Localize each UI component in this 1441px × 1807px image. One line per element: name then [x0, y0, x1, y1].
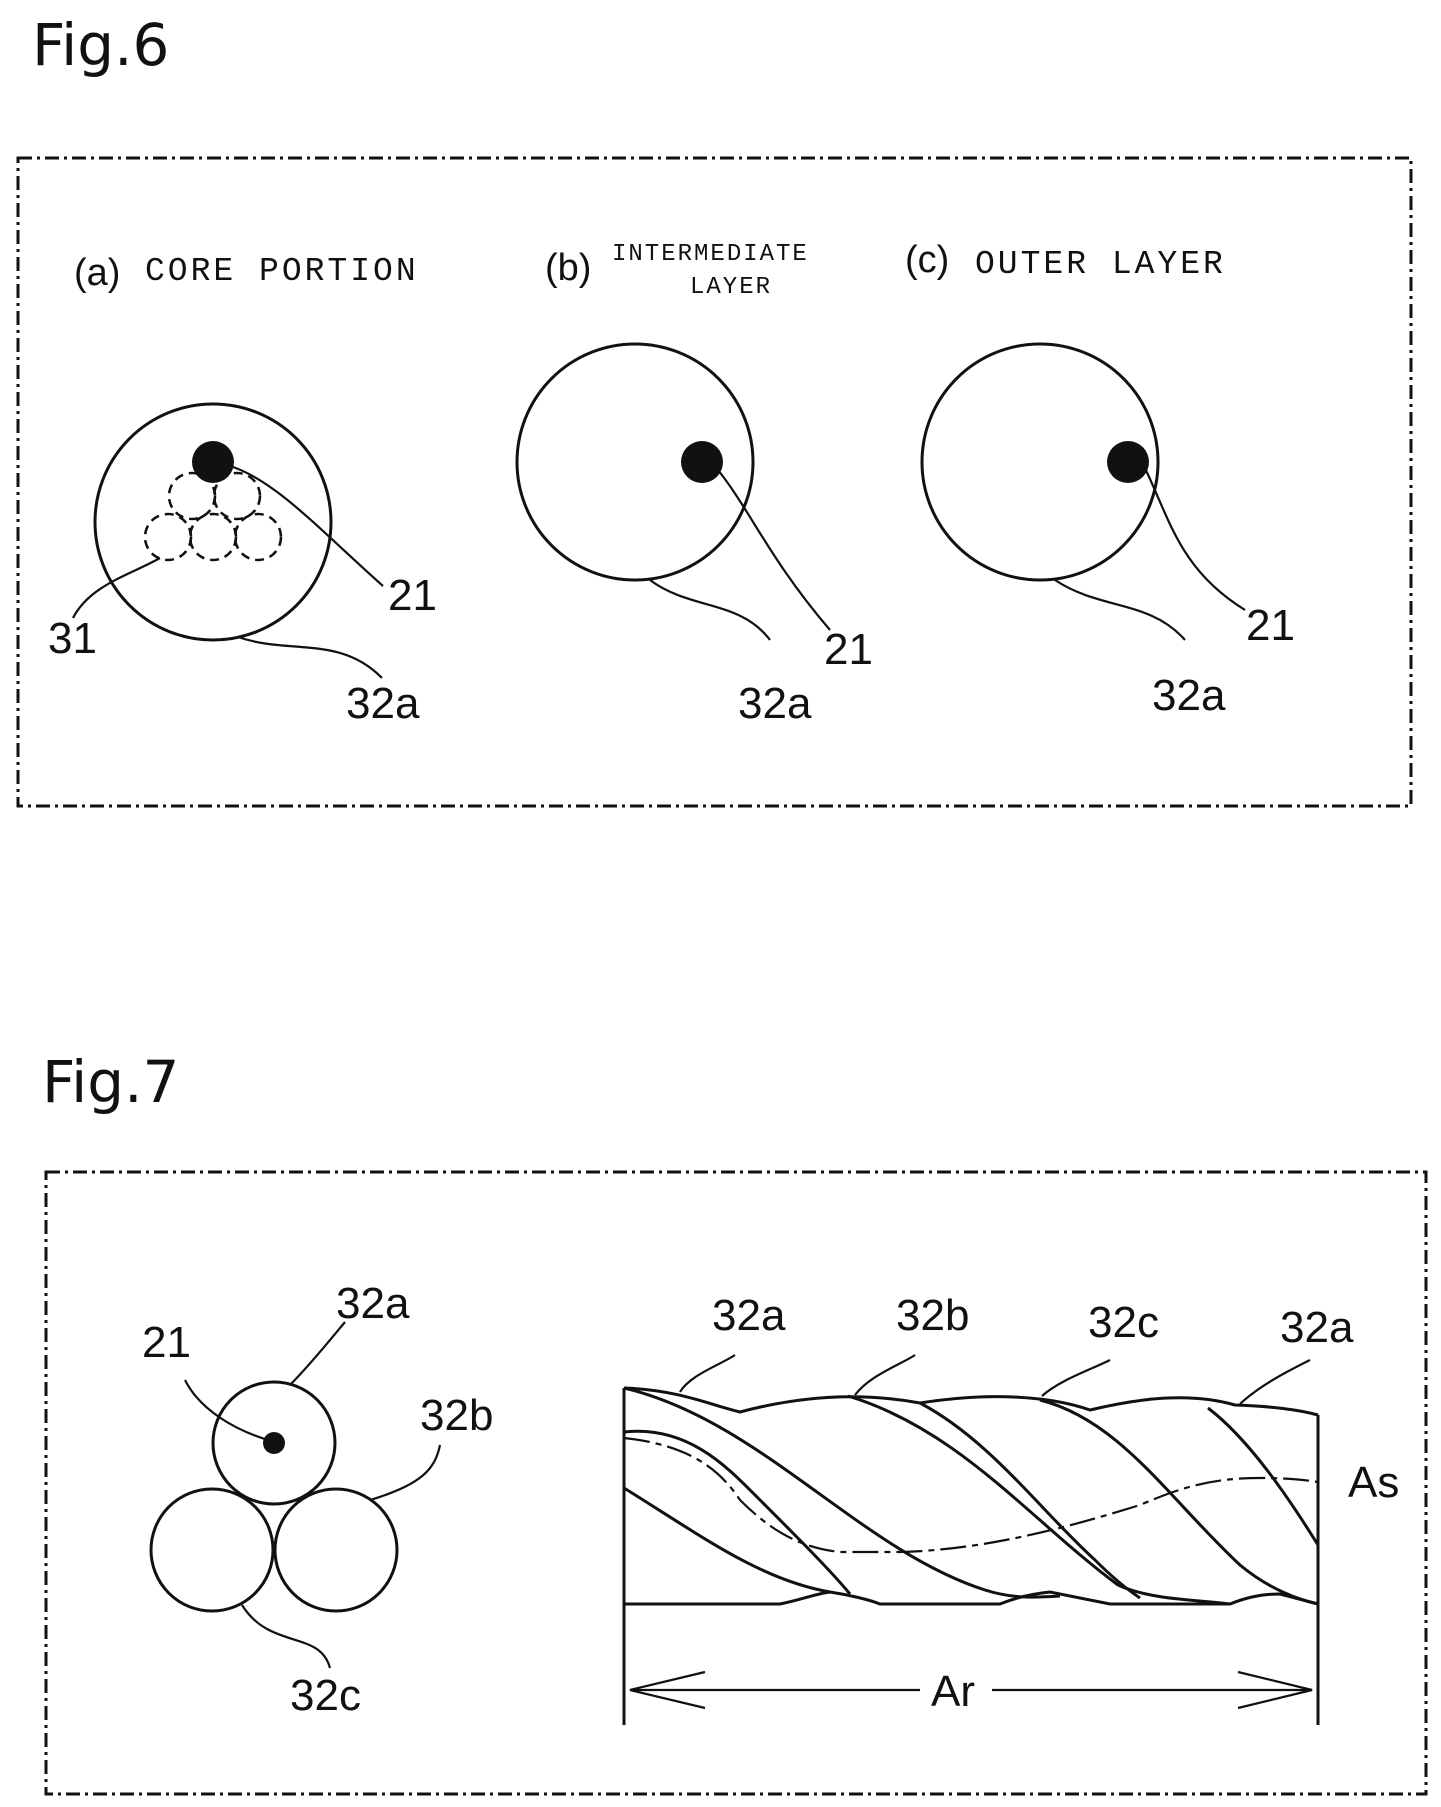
leader-line — [1144, 466, 1245, 610]
leader-line — [718, 470, 830, 630]
panel-b-letter: (b) — [545, 247, 591, 289]
leader-line — [230, 466, 383, 586]
label-31: 31 — [48, 614, 97, 663]
panel-c-letter: (c) — [905, 239, 949, 281]
strand-axis-line — [624, 1438, 1318, 1552]
filament-circle — [145, 514, 191, 560]
strand-c-circle — [151, 1489, 273, 1611]
fig6-title: Fig.6 — [32, 11, 169, 79]
leader-line — [238, 637, 382, 678]
side-label-32a-left: 32a — [712, 1291, 786, 1340]
fig7-frame — [46, 1172, 1426, 1794]
label-21: 21 — [1246, 601, 1295, 650]
side-label-32c: 32c — [1088, 1298, 1159, 1347]
fig7-side-view: 32a 32b 32c 32a As Ar — [624, 1291, 1399, 1725]
strand-boundary — [848, 1396, 1230, 1604]
fig6-panel-a: (a) CORE PORTION 21 31 32a — [48, 252, 437, 728]
label-32a: 32a — [1152, 671, 1226, 720]
fig7-title: Fig.7 — [42, 1048, 179, 1116]
panel-b-caption-line1: INTERMEDIATE — [612, 241, 809, 268]
label-21: 21 — [142, 1318, 191, 1367]
label-32b: 32b — [420, 1391, 493, 1440]
filament-group — [145, 473, 281, 560]
strand-circle — [95, 404, 331, 640]
pitch-dimension: Ar — [630, 1667, 1312, 1716]
fig7-cross-section: 21 32a 32b 32c — [142, 1279, 493, 1720]
leader-line — [185, 1380, 268, 1440]
axis-label-As: As — [1348, 1458, 1399, 1507]
label-32c: 32c — [290, 1671, 361, 1720]
label-32a: 32a — [336, 1279, 410, 1328]
leader-line — [290, 1322, 345, 1385]
leader-line — [242, 1605, 330, 1668]
panel-a-letter: (a) — [74, 252, 120, 294]
leader-line — [855, 1355, 915, 1395]
filament-circle — [235, 514, 281, 560]
panel-a-caption: CORE PORTION — [145, 253, 419, 290]
fig6-panel-c: (c) OUTER LAYER 21 32a — [905, 239, 1295, 720]
side-label-32a-right: 32a — [1280, 1303, 1354, 1352]
filament-circle — [190, 514, 236, 560]
wire-dot — [263, 1432, 285, 1454]
side-label-32b: 32b — [896, 1291, 969, 1340]
strand-boundary — [1040, 1400, 1318, 1604]
strand-boundary — [624, 1431, 850, 1594]
label-21: 21 — [824, 625, 873, 674]
leader-line — [1240, 1360, 1310, 1404]
leader-line — [1055, 580, 1185, 640]
wire-dot — [681, 441, 723, 483]
label-32a: 32a — [738, 679, 812, 728]
pitch-label-Ar: Ar — [931, 1667, 975, 1716]
strand-boundary — [624, 1388, 1060, 1597]
wire-dot — [1107, 441, 1149, 483]
panel-c-caption: OUTER LAYER — [975, 246, 1226, 283]
label-21: 21 — [388, 571, 437, 620]
leader-line — [370, 1445, 440, 1500]
label-32a: 32a — [346, 679, 420, 728]
fig6-panel-b: (b) INTERMEDIATE LAYER 21 32a — [517, 241, 873, 728]
panel-b-caption-line2: LAYER — [690, 274, 772, 301]
leader-line — [650, 580, 770, 640]
leader-line — [680, 1355, 735, 1392]
wire-dot — [192, 441, 234, 483]
strand-b-circle — [275, 1489, 397, 1611]
leader-line — [1042, 1360, 1110, 1396]
strand-boundary — [1208, 1408, 1318, 1545]
